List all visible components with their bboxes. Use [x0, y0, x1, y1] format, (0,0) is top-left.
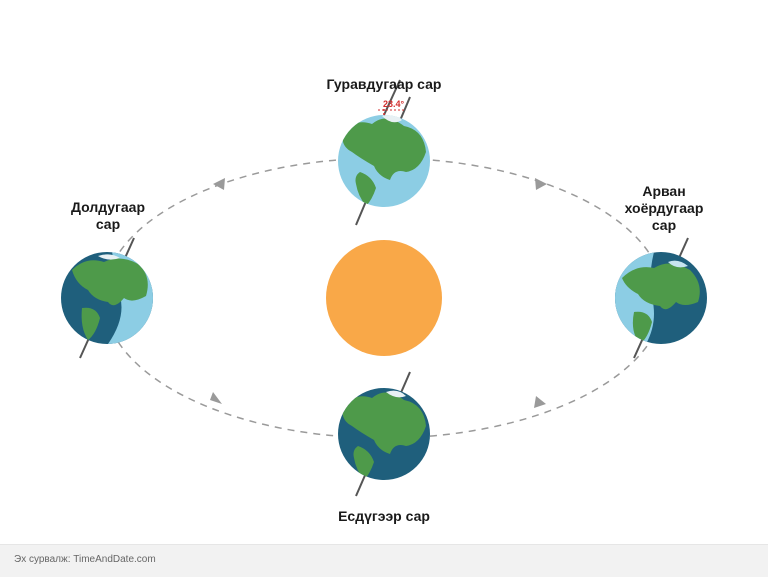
label-june-line2: сар	[95, 216, 121, 232]
label-september: Есдүгээр сар	[338, 508, 430, 524]
earth-march	[338, 79, 430, 226]
label-march: Гуравдугаар сар	[326, 76, 442, 92]
orbit-arrow-upper-right	[535, 178, 547, 190]
label-june: Долдугаар сар	[58, 199, 158, 233]
label-december-line2: хоёрдугаар	[624, 200, 704, 216]
earth-axis	[383, 79, 401, 116]
label-december-line3: сар	[651, 217, 677, 233]
earth-june	[61, 237, 153, 359]
earth-december	[615, 237, 707, 359]
earth-september	[338, 371, 430, 497]
orbit-arrow-lower-right	[534, 396, 546, 408]
label-june-line1: Долдугаар	[70, 199, 146, 215]
footer: Эх сурвалж: TimeAndDate.com	[0, 544, 768, 577]
source-credit: Эх сурвалж: TimeAndDate.com	[14, 554, 156, 565]
tilt-angle-label: 23.4°	[383, 99, 405, 109]
label-december-line1: Арван	[642, 183, 686, 199]
label-december: Арван хоёрдугаар сар	[614, 183, 714, 234]
orbit-arrow-upper-left	[213, 178, 225, 190]
orbit-arrow-lower-left	[210, 392, 222, 404]
sun	[326, 240, 442, 356]
orbit-diagram	[61, 79, 707, 497]
